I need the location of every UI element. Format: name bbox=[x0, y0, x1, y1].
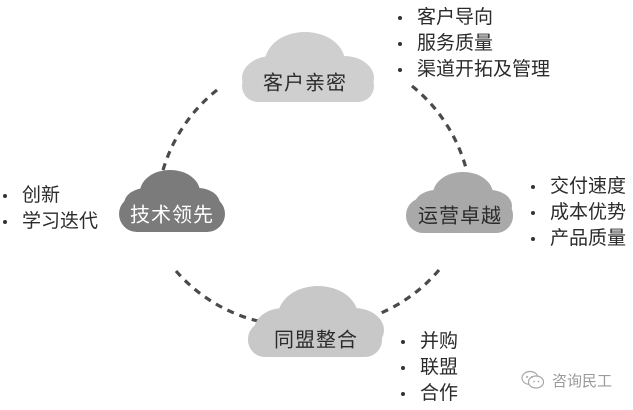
bullet-icon bbox=[401, 392, 405, 396]
dashed-arc-bottom-right bbox=[380, 268, 441, 315]
list-alliance-integration: 并购 联盟 合作 bbox=[398, 328, 458, 406]
cloud-label-customer-intimacy: 客户亲密 bbox=[263, 70, 347, 95]
wechat-icon bbox=[521, 370, 545, 389]
list-item-text: 服务质量 bbox=[417, 32, 494, 54]
list-item: 客户导向 bbox=[395, 4, 550, 30]
cloud-top bbox=[242, 32, 374, 102]
bullet-icon bbox=[531, 237, 535, 241]
bullet-icon bbox=[3, 220, 7, 224]
list-item-text: 成本优势 bbox=[550, 201, 627, 223]
bullet-icon bbox=[531, 185, 535, 189]
dashed-arc-top-right bbox=[410, 84, 469, 173]
cloud-label-alliance-integration: 同盟整合 bbox=[274, 327, 358, 352]
list-item-text: 渠道开拓及管理 bbox=[417, 58, 551, 80]
bullet-icon bbox=[401, 340, 405, 344]
list-item-text: 产品质量 bbox=[550, 227, 627, 249]
list-item-text: 并购 bbox=[420, 330, 459, 352]
list-technology-leadership: 创新 学习迭代 bbox=[0, 182, 98, 234]
watermark: 咨询民工 bbox=[520, 369, 612, 391]
bullet-icon bbox=[3, 194, 7, 198]
cloud-bottom bbox=[248, 286, 384, 357]
list-item: 服务质量 bbox=[395, 30, 550, 56]
list-customer-intimacy: 客户导向 服务质量 渠道开拓及管理 bbox=[395, 4, 550, 82]
list-item: 渠道开拓及管理 bbox=[395, 56, 550, 82]
list-item: 创新 bbox=[0, 182, 98, 208]
list-item-text: 创新 bbox=[22, 184, 61, 206]
list-item-text: 合作 bbox=[420, 382, 459, 404]
list-item-text: 交付速度 bbox=[550, 175, 627, 197]
list-item: 交付速度 bbox=[528, 173, 626, 199]
list-item: 联盟 bbox=[398, 354, 458, 380]
list-item: 产品质量 bbox=[528, 225, 626, 251]
dashed-arc-bottom-left bbox=[174, 269, 263, 324]
bullet-icon bbox=[398, 68, 402, 72]
list-operational-excellence: 交付速度 成本优势 产品质量 bbox=[528, 173, 626, 251]
cloud-label-operational-excellence: 运营卓越 bbox=[418, 203, 502, 228]
cloud-right bbox=[406, 172, 513, 233]
list-item-text: 学习迭代 bbox=[22, 210, 99, 232]
cloud-label-technology-leadership: 技术领先 bbox=[130, 202, 214, 227]
cloud-left bbox=[119, 170, 225, 232]
bullet-icon bbox=[398, 42, 402, 46]
list-item-text: 客户导向 bbox=[417, 6, 494, 28]
bullet-icon bbox=[531, 211, 535, 215]
bullet-icon bbox=[401, 366, 405, 370]
list-item-text: 联盟 bbox=[420, 356, 459, 378]
list-item: 学习迭代 bbox=[0, 208, 98, 234]
list-item: 并购 bbox=[398, 328, 458, 354]
dashed-arc-top-left bbox=[158, 88, 218, 183]
watermark-text: 咨询民工 bbox=[552, 371, 613, 390]
list-item: 合作 bbox=[398, 380, 458, 406]
bullet-icon bbox=[398, 16, 402, 20]
list-item: 成本优势 bbox=[528, 199, 626, 225]
